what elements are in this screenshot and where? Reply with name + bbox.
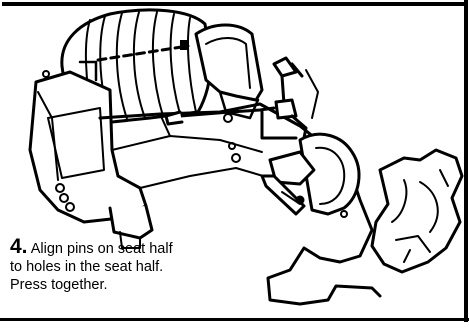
instruction-text: 4. Align pins on seat half to holes in t… bbox=[10, 235, 290, 294]
step-line-2: to holes in the seat half. bbox=[10, 259, 164, 275]
control-stick-part bbox=[164, 56, 319, 150]
frame-right-border bbox=[464, 0, 468, 322]
step-line-3: Press together. bbox=[10, 277, 108, 293]
step-text-line-1: Align pins on seat half bbox=[27, 241, 173, 257]
chassis-part bbox=[98, 102, 382, 306]
engine-part bbox=[260, 132, 361, 218]
right-wing-part bbox=[194, 23, 264, 120]
left-seat-half-part bbox=[28, 70, 154, 249]
splash-base-part bbox=[370, 148, 464, 274]
frame-bottom-border bbox=[0, 318, 469, 321]
step-line-1: 4. Align pins on seat half bbox=[10, 235, 290, 258]
step-number: 4. bbox=[10, 235, 28, 258]
frame-top-border bbox=[2, 2, 468, 6]
